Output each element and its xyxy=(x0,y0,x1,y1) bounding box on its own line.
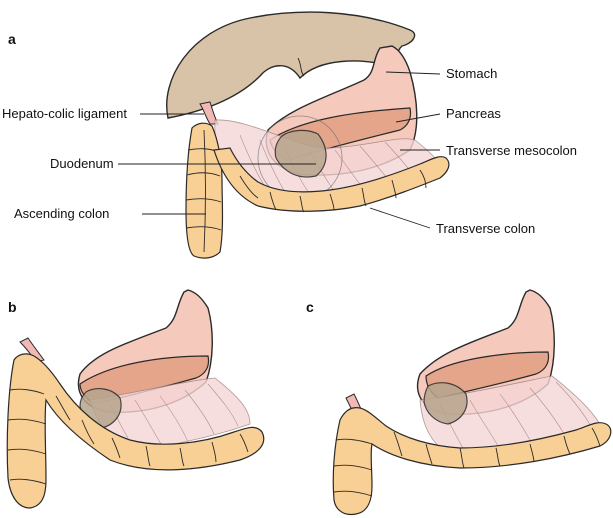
hepato-colic-ligament xyxy=(19,337,45,363)
panel-a: a xyxy=(2,11,577,259)
ascending-colon-haustra xyxy=(185,129,222,253)
label-pancreas: Pancreas xyxy=(446,106,501,121)
label-stomach: Stomach xyxy=(446,66,497,81)
colon xyxy=(6,353,265,509)
panel-b-letter: b xyxy=(8,299,17,315)
colon xyxy=(332,407,612,516)
label-transverse-colon: Transverse colon xyxy=(436,221,535,236)
colon-haustra xyxy=(7,388,249,485)
label-transverse-mesocolon: Transverse mesocolon xyxy=(446,143,577,158)
transverse-colon xyxy=(213,147,450,212)
panel-a-leaders xyxy=(118,71,441,229)
ascending-colon xyxy=(185,122,224,259)
label-ascending-colon: Ascending colon xyxy=(14,206,109,221)
duodenum xyxy=(423,382,468,425)
label-hepato-colic-ligament: Hepato-colic ligament xyxy=(2,106,127,121)
colon-haustra xyxy=(333,427,601,497)
panel-a-letter: a xyxy=(8,31,16,47)
label-duodenum: Duodenum xyxy=(50,156,114,171)
mesocolon-fibers xyxy=(109,383,239,449)
duodenum xyxy=(274,129,327,178)
panel-c-letter: c xyxy=(306,299,314,315)
panel-b: b xyxy=(6,289,265,509)
transverse-colon-haustra xyxy=(239,169,427,213)
panel-c: c xyxy=(306,289,612,516)
